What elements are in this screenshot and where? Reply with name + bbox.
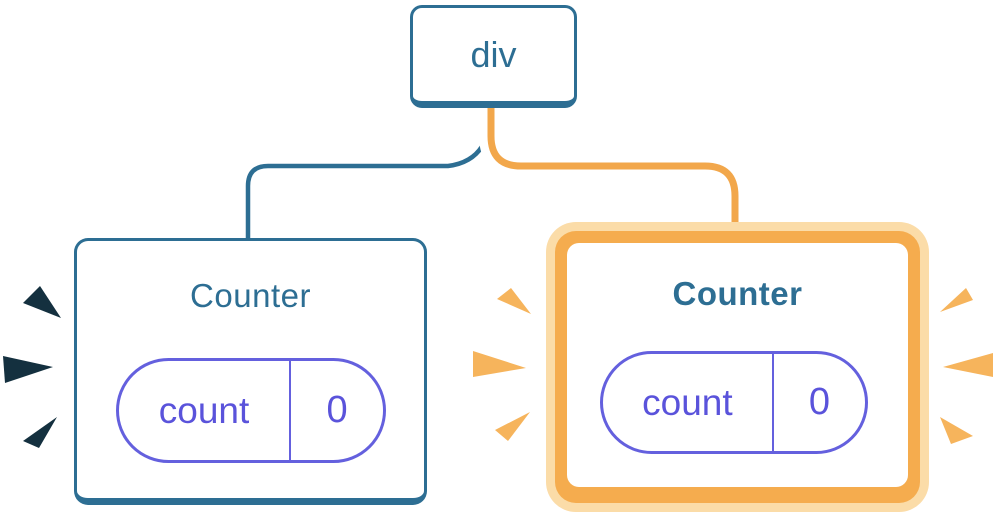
ray-icon [940, 417, 973, 444]
ray-icon [495, 412, 530, 441]
ray-icon [23, 417, 57, 448]
ray-icon [940, 288, 973, 312]
counter-left-state-pill: count 0 [116, 358, 386, 463]
state-key: count [642, 381, 733, 423]
edge-div-to-left-counter [245, 99, 495, 242]
counter-right-title: Counter [672, 275, 803, 312]
counter-right-state-pill: count 0 [600, 351, 868, 454]
counter-left-title: Counter [190, 277, 311, 314]
highlight-border: Counter count 0 [555, 231, 920, 503]
state-value: 0 [771, 354, 865, 451]
burst-rays-right-counter-left [473, 288, 531, 441]
ray-icon [497, 288, 531, 314]
counter-right-card: Counter count 0 [567, 243, 908, 487]
ray-icon [23, 286, 61, 318]
node-div: div [410, 5, 577, 108]
state-value: 0 [289, 361, 383, 460]
ray-icon [473, 351, 526, 377]
state-key: count [158, 389, 250, 431]
ray-icon [943, 353, 993, 377]
node-counter-left: Counter count 0 [74, 238, 427, 505]
burst-rays-right-counter-right [940, 288, 993, 444]
node-counter-right: Counter count 0 [546, 222, 929, 512]
edge-div-to-right-counter [487, 98, 739, 234]
node-div-label: div [470, 33, 517, 75]
ray-icon [3, 356, 53, 383]
burst-rays-left-counter [3, 286, 61, 448]
